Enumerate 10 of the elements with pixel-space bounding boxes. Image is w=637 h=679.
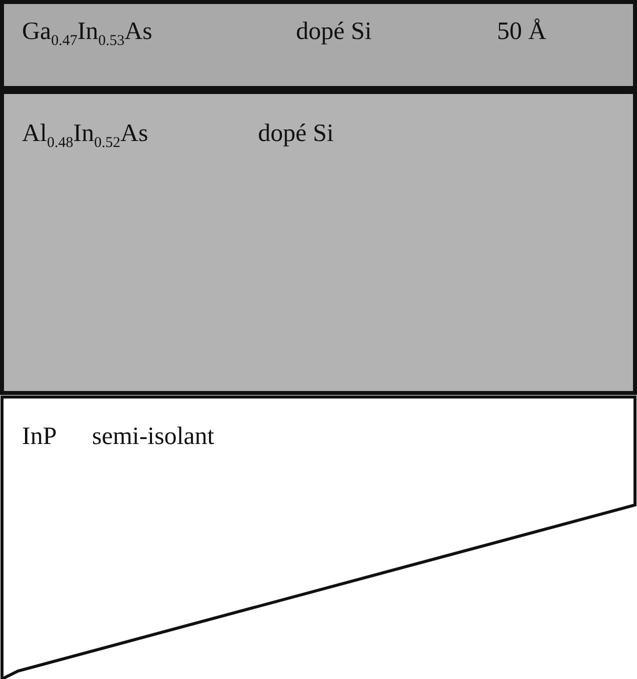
- layer-label: 50 Å: [497, 18, 546, 46]
- layer-label: Al$_{0.48}$In$_{0.52}$As: [22, 120, 148, 152]
- layer-band: [0, 90, 637, 395]
- layer-label: semi-isolant: [92, 423, 214, 451]
- layer-band: [0, 0, 637, 90]
- layer-label: InP: [22, 423, 57, 451]
- layer-label: dopé Si: [296, 18, 372, 46]
- layer-label: Ga$_{0.47}$In$_{0.53}$As: [22, 18, 152, 50]
- layer-label: dopé Si: [258, 120, 334, 148]
- layer-band: [0, 395, 637, 679]
